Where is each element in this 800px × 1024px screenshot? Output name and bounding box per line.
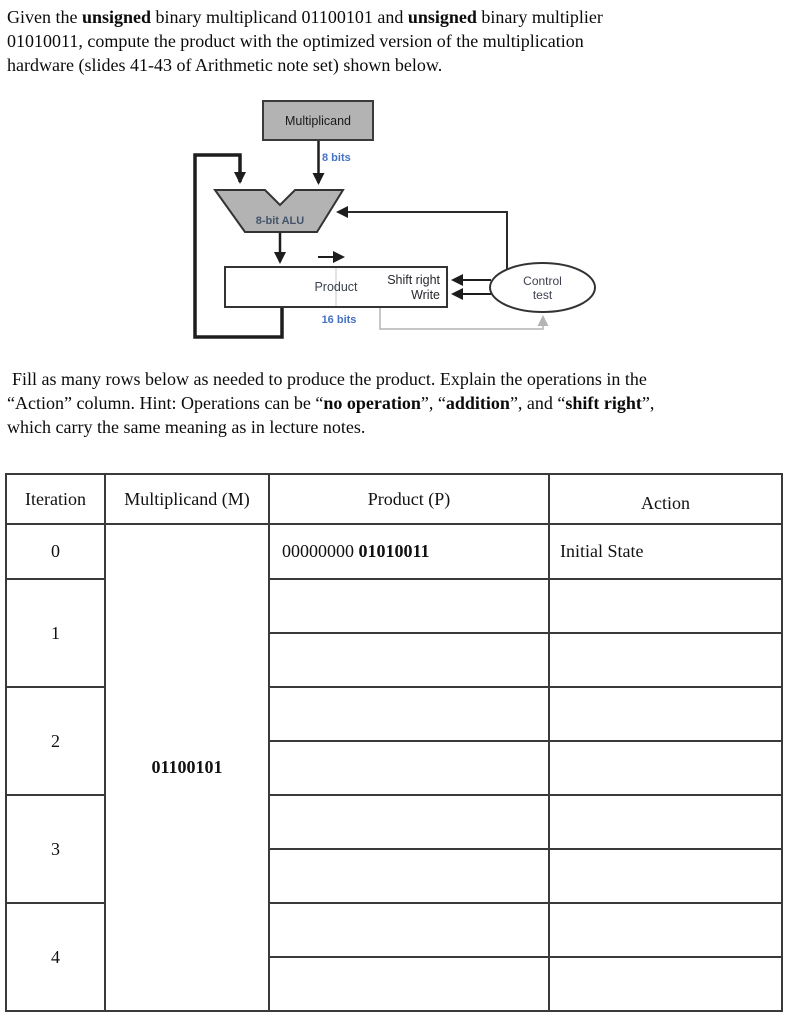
bits8-label: 8 bits — [322, 152, 351, 164]
table-row-iteration-0: 0 01100101 00000000 01010011 Initial Sta… — [5, 523, 783, 1012]
text-line: Fill as many rows below as needed to pro… — [12, 369, 647, 389]
action-cell-4a[interactable] — [548, 902, 783, 958]
header-action: Action — [548, 473, 783, 525]
iteration-2-number: 2 — [5, 686, 106, 796]
instructions: Fill as many rows below as needed to pro… — [7, 367, 793, 439]
control-test-label: Control test — [523, 274, 562, 302]
shift-right-label: Shift right — [387, 273, 440, 287]
table-row-iteration-1a: 1 — [5, 578, 783, 688]
iteration-0-number: 0 — [5, 523, 106, 580]
bits16-label: 16 bits — [321, 314, 357, 326]
product-cell-4b[interactable] — [268, 956, 550, 1012]
text-line: 01010011, compute the product with the o… — [7, 31, 584, 51]
text-line: hardware (slides 41-43 of Arithmetic not… — [7, 55, 443, 75]
text-line: Given the unsigned binary multiplicand 0… — [7, 7, 603, 27]
product-cell-0: 00000000 01010011 — [268, 523, 550, 580]
iteration-4-number: 4 — [5, 902, 106, 1012]
product-cell-2a[interactable] — [268, 686, 550, 742]
action-cell-3a[interactable] — [548, 794, 783, 850]
action-cell-1b[interactable] — [548, 632, 783, 688]
action-cell-0: Initial State — [548, 523, 783, 580]
product-label: Product — [314, 280, 358, 294]
header-product: Product (P) — [268, 473, 550, 525]
product-cell-1a[interactable] — [268, 578, 550, 634]
header-iteration: Iteration — [5, 473, 106, 525]
product-cell-1b[interactable] — [268, 632, 550, 688]
header-multiplicand: Multiplicand (M) — [104, 473, 270, 525]
iteration-1-number: 1 — [5, 578, 106, 688]
text-line: “Action” column. Hint: Operations can be… — [7, 393, 655, 413]
writeback-loop-line — [193, 153, 284, 339]
action-cell-2b[interactable] — [548, 740, 783, 796]
table-header-row: Iteration Multiplicand (M) Product (P) A… — [5, 473, 783, 525]
action-cell-2a[interactable] — [548, 686, 783, 742]
product-to-control-signal — [379, 307, 549, 330]
table-row-iteration-3b — [6, 848, 783, 904]
action-cell-1a[interactable] — [548, 578, 783, 634]
problem-statement: Given the unsigned binary multiplicand 0… — [7, 5, 793, 77]
alu-label: 8-bit ALU — [255, 215, 305, 227]
multiplicand-value-cell: 01100101 — [104, 523, 270, 1012]
multiplicand-box-label: Multiplicand — [284, 113, 351, 128]
action-cell-3b[interactable] — [548, 848, 783, 904]
action-cell-4b[interactable] — [548, 956, 783, 1012]
table-row-iteration-2a: 2 — [5, 686, 783, 796]
multiplicand-box — [262, 100, 374, 141]
text-line: which carry the same meaning as in lectu… — [7, 417, 366, 437]
table-row-iteration-4a: 4 — [5, 902, 783, 1012]
datapath-diagram — [193, 100, 596, 339]
alu-shape — [213, 189, 345, 233]
alu-right-input-line — [336, 206, 508, 271]
control-test-ellipse — [489, 262, 596, 313]
iteration-3-number: 3 — [5, 794, 106, 904]
table-row-iteration-1b — [6, 632, 783, 688]
iteration-table: Iteration Multiplicand (M) Product (P) A… — [5, 473, 783, 1012]
product-cell-3b[interactable] — [268, 848, 550, 904]
product-cell-4a[interactable] — [268, 902, 550, 958]
product-cell-3a[interactable] — [268, 794, 550, 850]
write-label: Write — [411, 288, 440, 302]
product-cell-2b[interactable] — [268, 740, 550, 796]
table-row-iteration-4b — [6, 956, 783, 1012]
multiplier-hardware-diagram: Multiplicand 8 bits 8-bit ALU Product Sh… — [150, 95, 650, 355]
table-row-iteration-3a: 3 — [5, 794, 783, 904]
table-row-iteration-2b — [6, 740, 783, 796]
